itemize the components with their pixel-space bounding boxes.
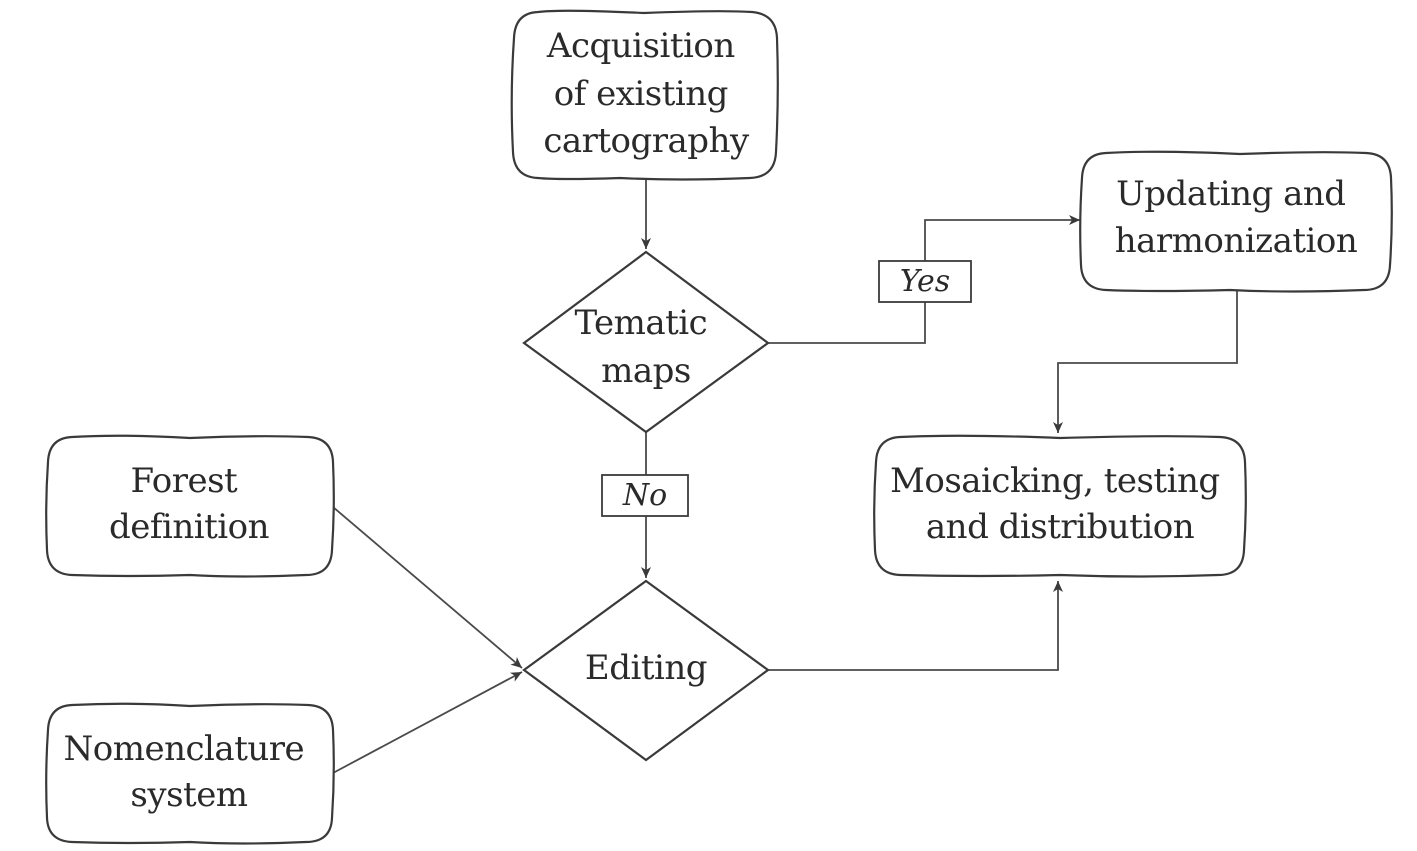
node-nomenclature: Nomenclature system [45,702,335,845]
node-updating-line-1: Updating and [1116,174,1345,214]
edge-label-no-text: No [622,478,667,513]
node-forest-line-2: definition [109,507,269,547]
edge-forest-to-editing [332,506,523,669]
node-acquisition-text: Acquisition of existing cartography [543,26,750,161]
node-tematic-line-1: Tematic [574,303,707,343]
node-tematic-text: Tematic maps [574,303,717,391]
node-forest-line-1: Forest [131,461,239,501]
node-mosaicking-line-1: Mosaicking, testing [890,461,1220,501]
node-updating: Updating and harmonization [1079,150,1393,293]
node-nomenclature-line-2: system [130,775,247,815]
edge-label-no: No [601,474,689,517]
node-acquisition: Acquisition of existing cartography [510,9,779,181]
edge-label-yes: Yes [878,260,972,303]
node-nomenclature-line-1: Nomenclature [64,729,305,769]
edge-nomenclature-to-editing [332,671,523,774]
node-tematic: Tematic maps [522,250,770,434]
node-editing-line-1: Editing [585,648,707,688]
node-acquisition-line-2: of existing [554,74,728,114]
edge-updating-to-mosaicking [1053,290,1238,433]
node-updating-line-2: harmonization [1115,221,1358,261]
node-updating-text: Updating and harmonization [1115,174,1358,261]
edge-label-yes-text: Yes [900,264,950,299]
node-mosaicking: Mosaicking, testing and distribution [873,434,1247,578]
node-mosaicking-text: Mosaicking, testing and distribution [890,461,1230,547]
edges [332,178,1238,774]
node-forest: Forest definition [45,434,335,578]
node-tematic-line-2: maps [601,351,691,391]
edge-editing-to-mosaicking [768,581,1063,671]
node-nomenclature-text: Nomenclature system [64,729,315,815]
node-acquisition-line-1: Acquisition [546,26,735,66]
node-editing: Editing [522,579,770,762]
node-mosaicking-line-2: and distribution [926,507,1194,547]
node-editing-text: Editing [585,648,707,688]
node-forest-text: Forest definition [109,461,269,547]
node-acquisition-line-3: cartography [543,121,750,161]
